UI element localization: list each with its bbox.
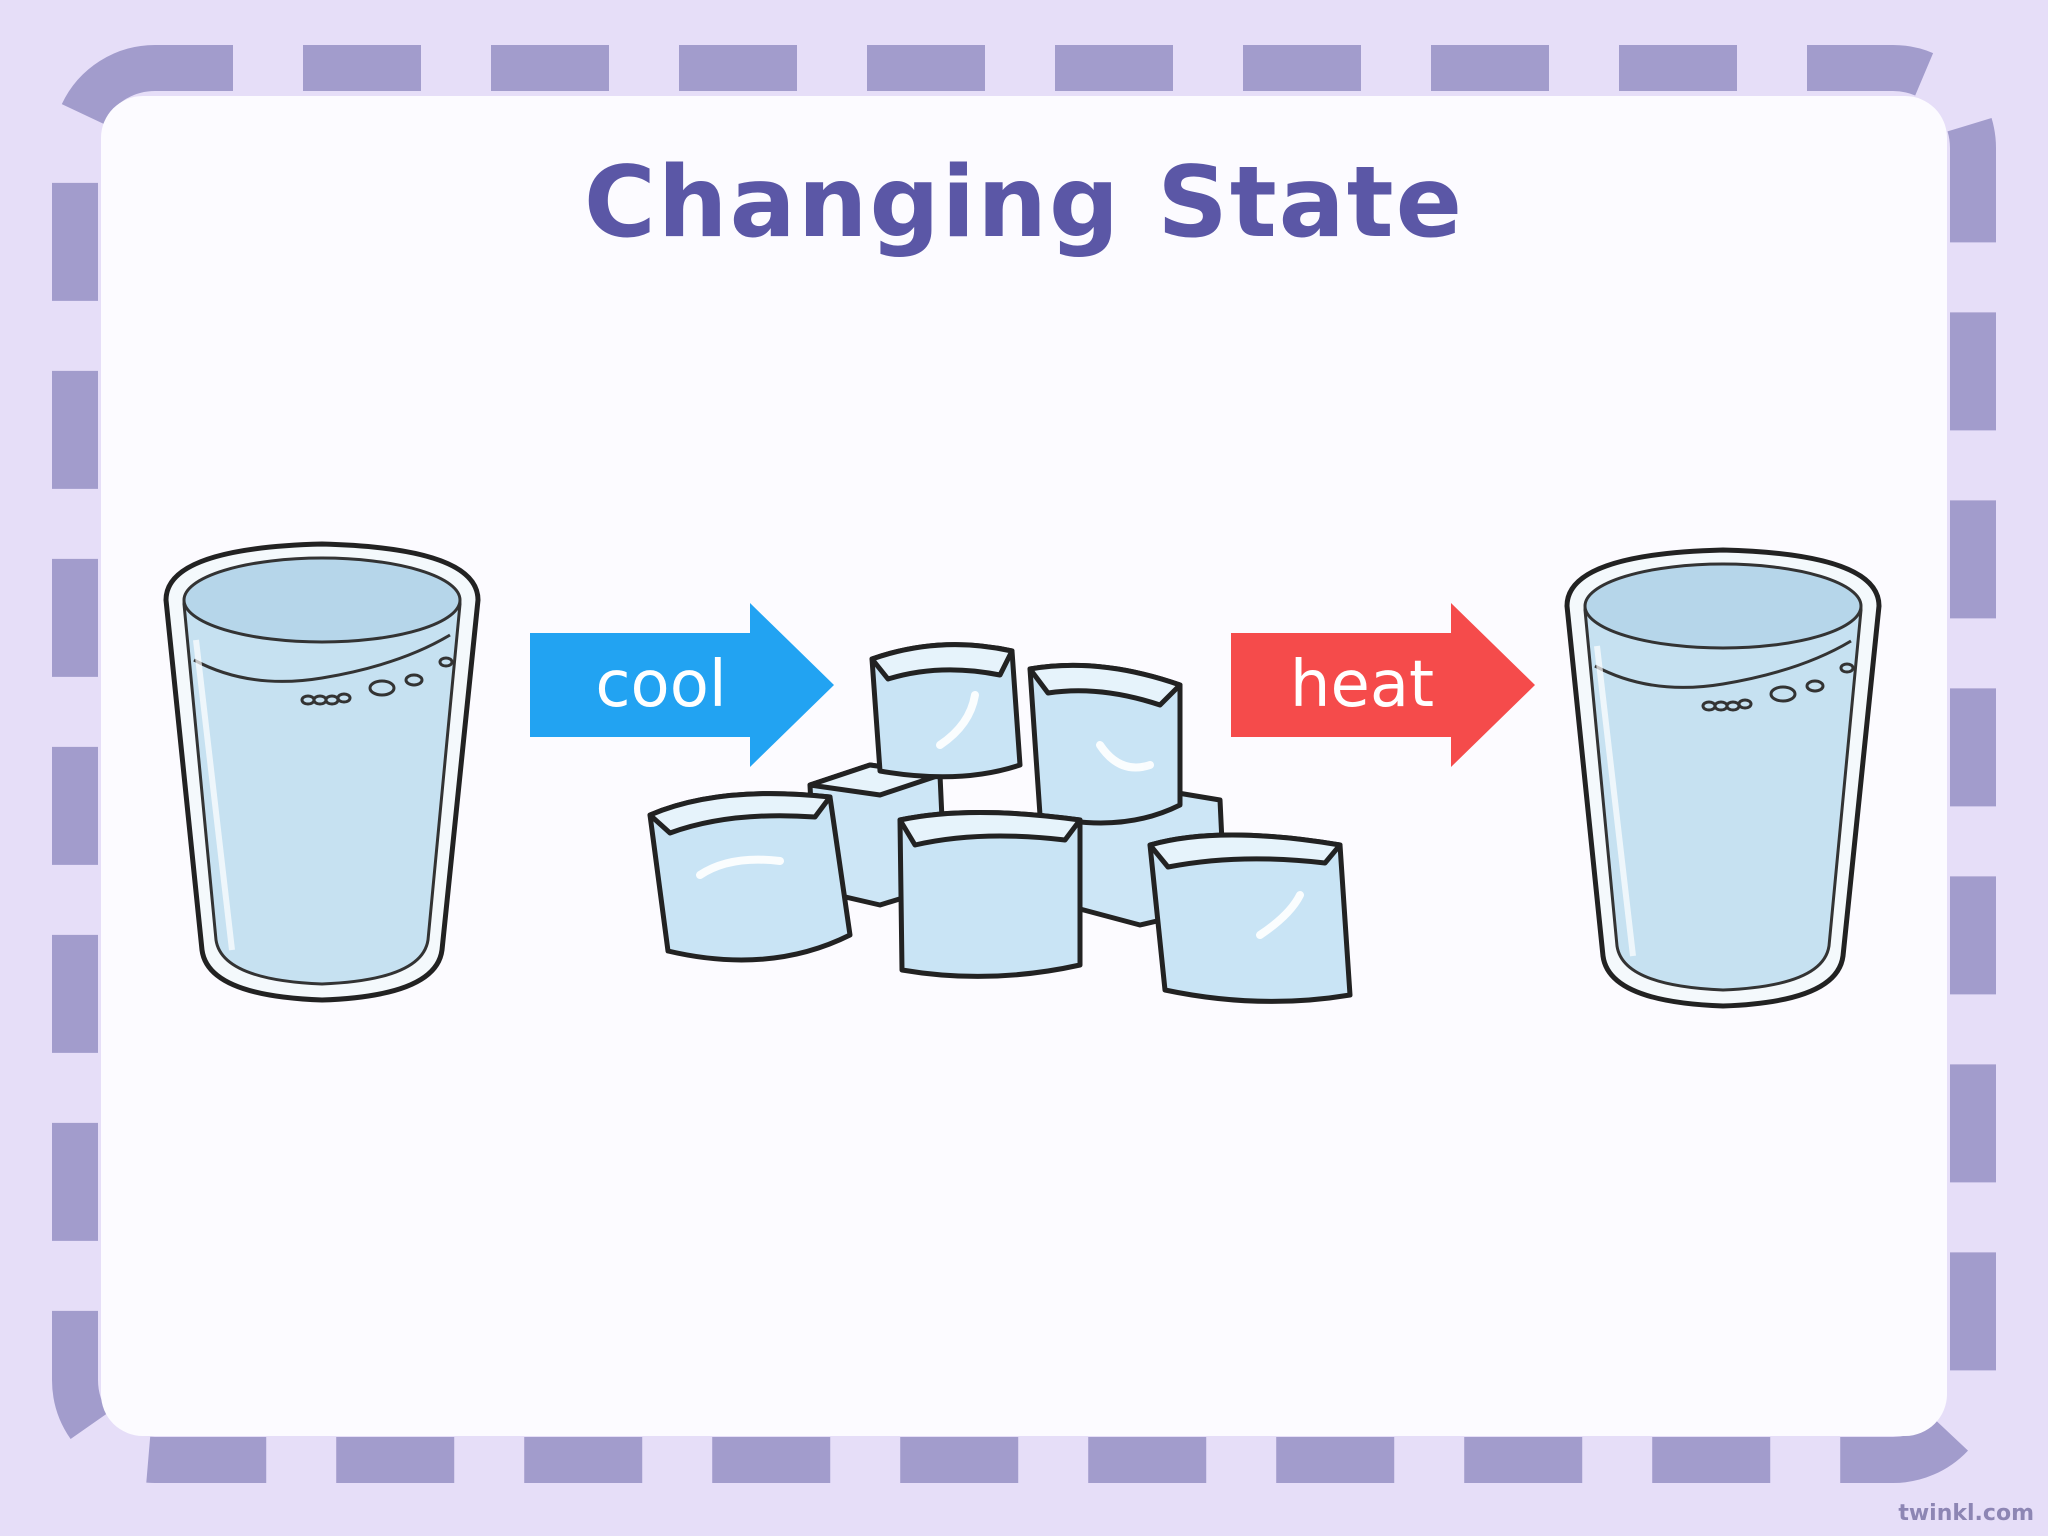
glass-of-water-icon [163, 541, 481, 1003]
ice-cubes-icon [647, 642, 1353, 1004]
watermark: twinkl.com [1898, 1501, 2034, 1526]
heat-arrow: heat [1231, 603, 1535, 767]
cool-label: cool [595, 648, 727, 722]
right-arrow-icon [1231, 603, 1535, 767]
glass-of-water-icon [1564, 547, 1882, 1009]
heat-label: heat [1289, 648, 1435, 722]
cool-arrow: cool [530, 603, 834, 767]
right-arrow-icon [530, 603, 834, 767]
slide-title: Changing State [583, 146, 1465, 260]
